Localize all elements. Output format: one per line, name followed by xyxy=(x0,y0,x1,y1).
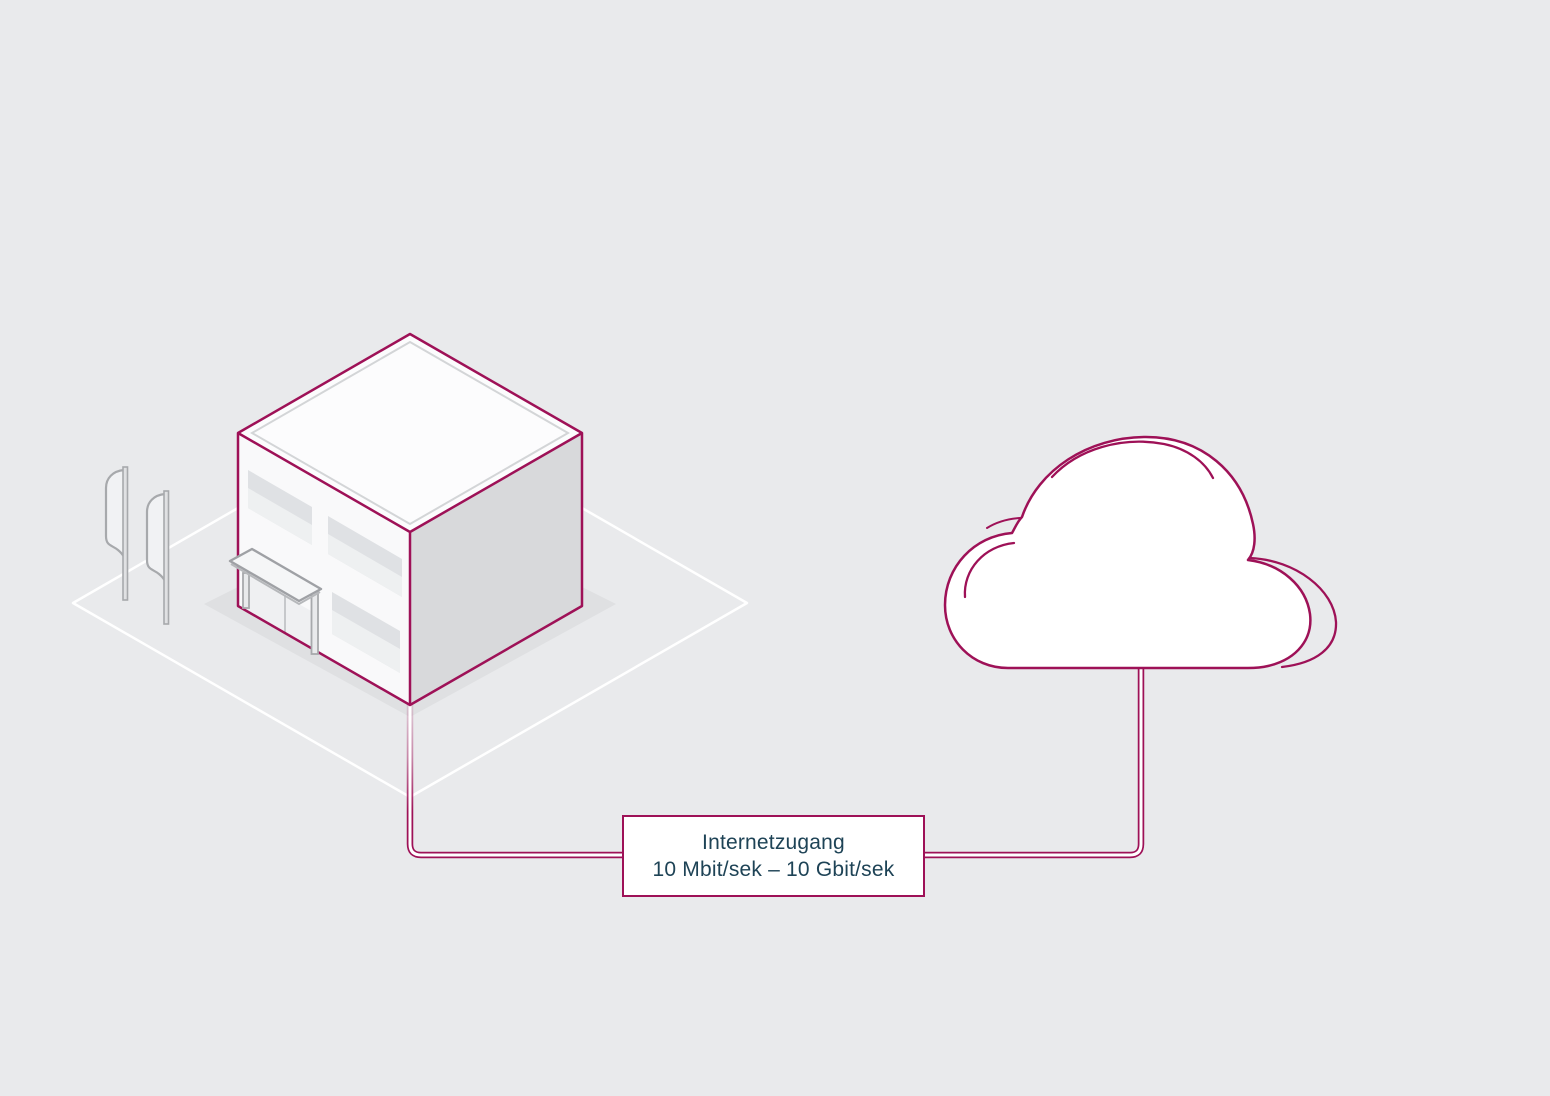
office-building-icon xyxy=(228,332,584,707)
entrance-glass xyxy=(247,574,318,653)
banner-flag xyxy=(145,490,170,625)
canopy-post xyxy=(242,572,250,609)
bandwidth-label-value: 10 Mbit/sek – 10 Gbit/sek xyxy=(652,858,895,881)
canopy-edge xyxy=(230,563,321,606)
entrance-canopy xyxy=(228,547,323,655)
building-right-face xyxy=(410,433,582,705)
canopy-post xyxy=(310,589,319,655)
banner-flag xyxy=(104,466,129,601)
building-inner-edges xyxy=(237,431,583,705)
cloud-highlight-arc xyxy=(1050,440,1215,480)
canopy-roof xyxy=(228,547,323,603)
cloud-highlight-arc xyxy=(963,541,1016,599)
network-cable-line-left xyxy=(406,705,626,859)
internet-cloud-icon xyxy=(943,435,1338,670)
bandwidth-label: Internetzugang 10 Mbit/sek – 10 Gbit/sek xyxy=(622,815,925,897)
cloud-body xyxy=(943,435,1312,670)
bandwidth-label-title: Internetzugang xyxy=(702,831,845,854)
network-cable-line-right xyxy=(921,658,1145,859)
cloud-junction-arc xyxy=(986,517,1021,529)
window-pane xyxy=(332,610,400,673)
cloud-back-arc xyxy=(1248,556,1338,669)
window-pane xyxy=(328,534,402,597)
window-pane xyxy=(248,488,312,545)
roof-inset-line xyxy=(249,340,571,526)
banner-flags-icon xyxy=(104,466,170,625)
